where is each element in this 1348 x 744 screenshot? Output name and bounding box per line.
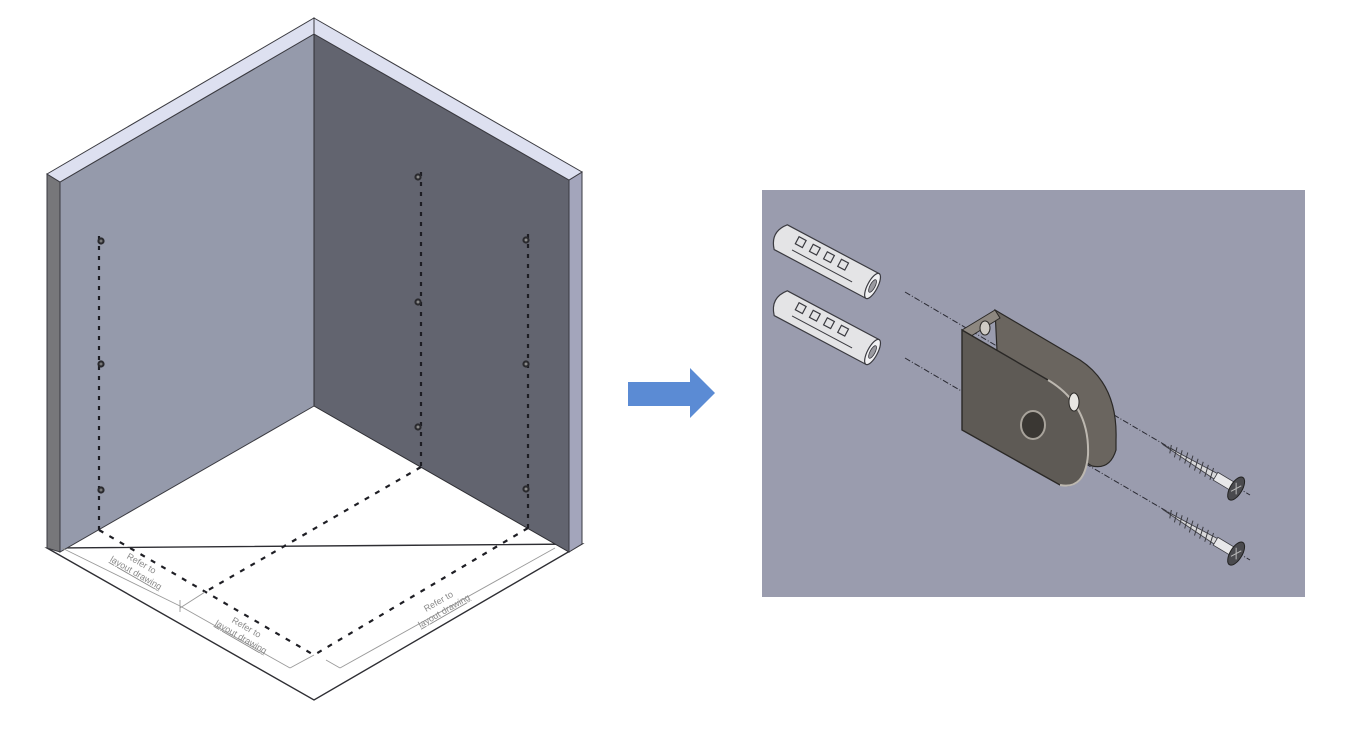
fixing-point-icon [522, 360, 530, 368]
fixing-point-icon [522, 485, 530, 493]
fixing-point-icon [414, 173, 422, 181]
back-wall-fixing-column-1 [414, 172, 423, 467]
bracket-fixing-detail [762, 190, 1305, 597]
fixing-point-icon [522, 236, 530, 244]
floor-layout-lines [98, 466, 529, 656]
back-wall-fixing-column-2 [522, 234, 530, 528]
fixing-point-icon [97, 360, 105, 368]
left-wall-side [46, 173, 61, 553]
u-bracket [961, 308, 1117, 487]
back-wall-side [568, 171, 583, 553]
fixing-point-icon [414, 423, 422, 431]
left-wall-fixing-column [97, 236, 105, 530]
screw [1162, 443, 1246, 501]
dimension-lines [61, 547, 556, 669]
right-arrow-icon [628, 368, 715, 418]
fixing-point-icon [414, 298, 422, 306]
back-wall-top-edge [313, 17, 583, 181]
wall-plug [772, 224, 882, 300]
fixing-point-icon [97, 486, 105, 494]
floor [47, 406, 582, 700]
wall-plug [772, 290, 882, 366]
bracket-hole [1020, 410, 1046, 440]
floor-outline [44, 543, 585, 701]
screw [1162, 508, 1246, 566]
fixing-point-icon [97, 237, 105, 245]
room-corner-drawing: Refer to layout drawing Refer to layout … [44, 17, 585, 701]
